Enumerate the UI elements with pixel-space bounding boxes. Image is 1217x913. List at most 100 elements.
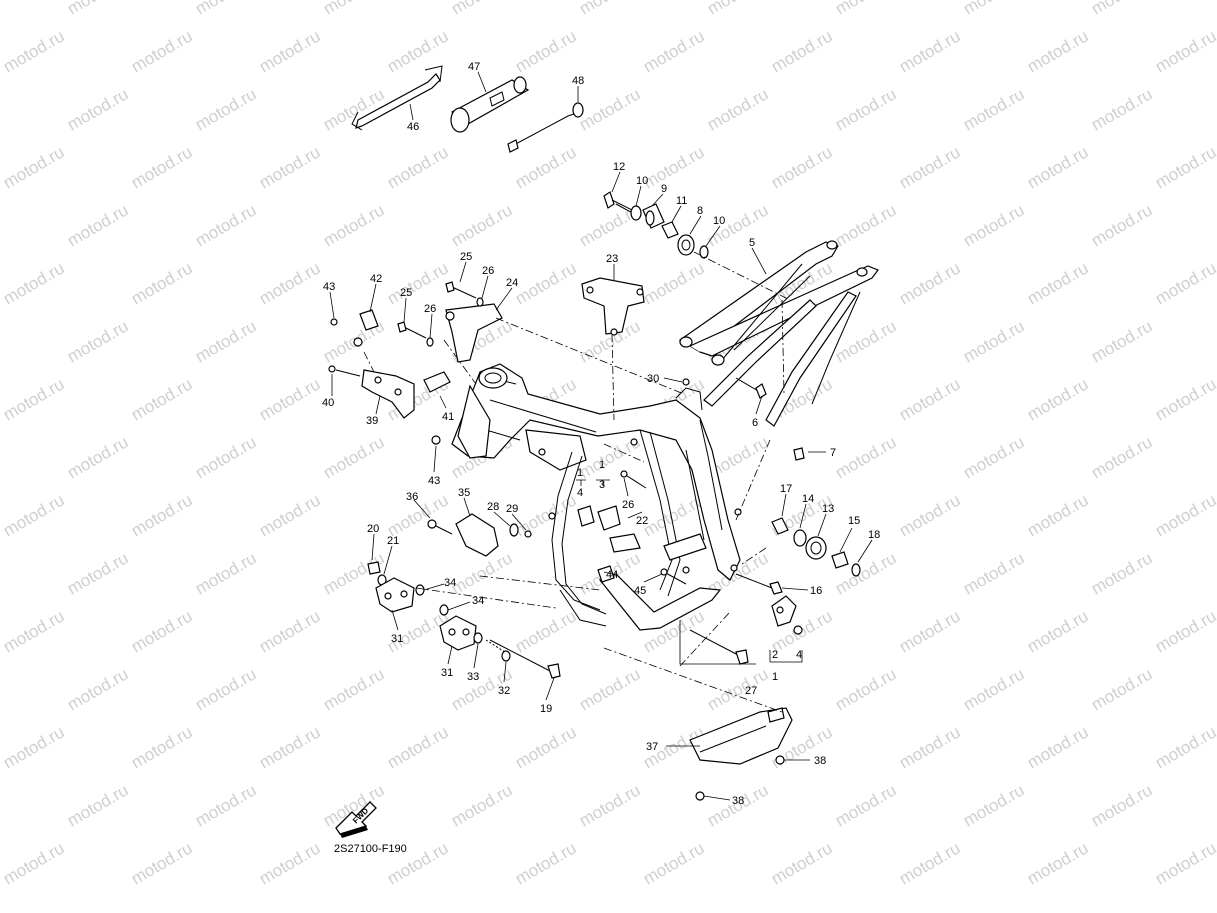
callout-labels: 46 47 48 12 10 9 11 8 10 5 23 25 26 24 4… xyxy=(322,61,880,807)
callout-19: 19 xyxy=(540,703,552,715)
collar-28 xyxy=(509,523,519,537)
callout-34-upper: 34 xyxy=(444,577,456,589)
callout-22: 22 xyxy=(636,515,648,527)
bracket-bolt-upper xyxy=(445,281,477,299)
washer-33 xyxy=(473,632,483,644)
pivot-washer-right xyxy=(699,245,709,259)
nut-29 xyxy=(524,530,532,538)
callout-1-right: 1 xyxy=(772,671,778,683)
callout-46: 46 xyxy=(407,121,419,133)
pivot-washer-left xyxy=(630,205,642,221)
callout-25-lower: 25 xyxy=(400,287,412,299)
callout-17: 17 xyxy=(780,483,792,495)
plate-31-left xyxy=(375,577,415,613)
engine-mount-bracket xyxy=(581,277,645,336)
guard-clamp-center xyxy=(597,505,621,531)
bracket-washer-lower xyxy=(426,337,434,347)
callout-9: 9 xyxy=(661,183,667,195)
callout-32: 32 xyxy=(498,685,510,697)
pivot-spacer xyxy=(661,221,679,239)
callout-15: 15 xyxy=(848,515,860,527)
callout-8: 8 xyxy=(697,205,703,217)
callout-20: 20 xyxy=(367,523,379,535)
callout-6: 6 xyxy=(752,417,758,429)
nut-20 xyxy=(367,561,381,575)
callout-26-guard: 26 xyxy=(622,499,634,511)
callout-26-lower: 26 xyxy=(424,303,436,315)
main-frame xyxy=(451,363,742,631)
callout-21: 21 xyxy=(387,535,399,547)
callout-31-right: 31 xyxy=(441,667,453,679)
bolt-45 xyxy=(660,568,687,585)
callout-14: 14 xyxy=(802,493,814,505)
callout-2: 2 xyxy=(772,649,778,661)
callout-5: 5 xyxy=(749,237,755,249)
bracket-44 xyxy=(597,565,615,583)
long-bolt-27 xyxy=(689,629,749,665)
callout-23: 23 xyxy=(606,253,618,265)
callout-36: 36 xyxy=(406,491,418,503)
callout-40: 40 xyxy=(322,397,334,409)
callout-bracket-lines xyxy=(576,479,803,665)
callout-41: 41 xyxy=(442,411,454,423)
callout-4-right: 4 xyxy=(796,649,802,661)
spanner-wrench xyxy=(351,65,443,131)
alignment-lines xyxy=(363,251,791,713)
callout-47: 47 xyxy=(468,61,480,73)
callout-4-left: 4 xyxy=(577,487,583,499)
plug-wrench-tool xyxy=(450,76,530,133)
callout-43-lower: 43 xyxy=(428,475,440,487)
callout-10-right: 10 xyxy=(713,215,725,227)
callout-13: 13 xyxy=(822,503,834,515)
footrest-peg xyxy=(423,371,451,393)
guard-bolt-26 xyxy=(620,470,647,489)
bracket-bolt-lower xyxy=(397,321,427,339)
mount-washer-14 xyxy=(793,529,807,547)
callout-45: 45 xyxy=(634,585,646,597)
leader-lines xyxy=(329,71,873,801)
callout-31-left: 31 xyxy=(391,633,403,645)
guard-bracket-22 xyxy=(609,533,641,553)
callout-1-center: 1 xyxy=(599,459,605,471)
callout-48: 48 xyxy=(572,75,584,87)
diagram-code: 2S27100-F190 xyxy=(334,843,407,855)
mount-nut-17 xyxy=(771,517,789,535)
footrest-bracket xyxy=(361,369,415,419)
bolt-4-lower xyxy=(793,625,803,635)
rear-subframe xyxy=(678,240,879,427)
rod-handle-tool xyxy=(507,102,584,153)
mount-collar-15 xyxy=(831,551,849,569)
pivot-collar xyxy=(642,203,665,229)
callout-12: 12 xyxy=(613,161,625,173)
through-bolt-19 xyxy=(489,639,561,679)
callout-44: 44 xyxy=(606,569,618,581)
callout-27: 27 xyxy=(745,685,757,697)
callout-26-upper: 26 xyxy=(482,265,494,277)
bolt-36 xyxy=(427,519,453,535)
callout-16: 16 xyxy=(810,585,822,597)
callout-10-left: 10 xyxy=(636,175,648,187)
callout-29: 29 xyxy=(506,503,518,515)
callout-43-upper: 43 xyxy=(323,281,335,293)
footrest-cotter-pin xyxy=(330,318,338,326)
footrest-pin xyxy=(328,365,361,377)
callout-11: 11 xyxy=(676,195,687,207)
callout-30: 30 xyxy=(647,373,659,385)
guard-clamp-left xyxy=(577,505,595,527)
skid-bolt-right xyxy=(775,755,785,765)
collar-34-right xyxy=(439,604,449,616)
footrest-nut xyxy=(431,435,441,445)
chain-guide-35 xyxy=(455,513,499,557)
collar-30 xyxy=(682,378,690,386)
bracket-washer-upper xyxy=(476,297,484,307)
callout-38-left: 38 xyxy=(732,795,744,807)
callout-28: 28 xyxy=(487,501,499,513)
callout-3: 3 xyxy=(599,479,605,491)
callout-33: 33 xyxy=(467,671,479,683)
callout-18: 18 xyxy=(868,529,880,541)
skid-plate xyxy=(689,707,793,765)
callout-42: 42 xyxy=(370,273,382,285)
callout-24: 24 xyxy=(506,277,518,289)
